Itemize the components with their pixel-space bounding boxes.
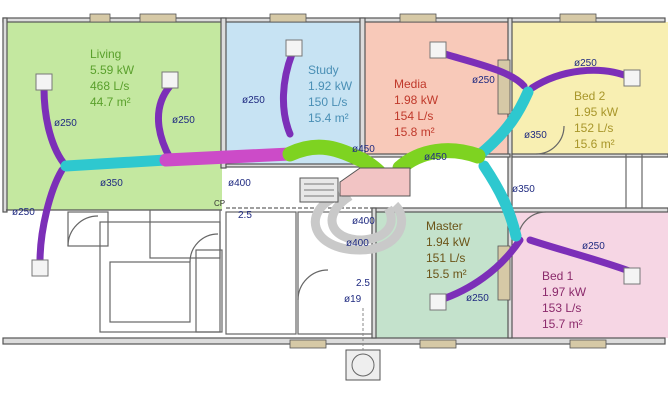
room-label-bed2: Bed 2 1.95 kW 152 L/s 15.6 m² — [574, 89, 619, 151]
diffuser-icon — [429, 293, 447, 311]
duct-label: ø250 — [12, 207, 35, 218]
duct-label: ø450 — [424, 152, 447, 163]
duct-label: ø450 — [352, 144, 375, 155]
room-flow: 151 L/s — [426, 251, 465, 265]
room-name: Bed 1 — [542, 269, 574, 283]
room-label-bed1: Bed 1 1.97 kW 153 L/s 15.7 m² — [542, 269, 587, 331]
room-area: 15.5 m² — [426, 267, 467, 281]
branch-ducts — [36, 48, 636, 304]
room-name: Living — [90, 47, 121, 61]
duct-label: 2.5 — [238, 210, 252, 221]
cp-label: CP — [214, 199, 225, 208]
room-name: Study — [308, 63, 339, 77]
diffuser-icon — [31, 259, 49, 277]
room-power: 5.59 kW — [90, 63, 135, 77]
room-area: 15.6 m² — [574, 137, 615, 151]
duct-label: ø250 — [54, 118, 77, 129]
room-label-media: Media 1.98 kW 154 L/s 15.8 m² — [394, 77, 439, 139]
duct-label: ø250 — [574, 58, 597, 69]
room-area: 15.7 m² — [542, 317, 583, 331]
duct-label: ø250 — [466, 293, 489, 304]
diffuser-icon — [285, 39, 303, 57]
diffuser-icon — [429, 41, 447, 59]
interior-walls — [67, 125, 643, 335]
diffuser-icon — [623, 69, 641, 87]
walls — [2, 17, 668, 345]
room-flow: 152 L/s — [574, 121, 613, 135]
room-power: 1.98 kW — [394, 93, 439, 107]
room-area: 15.4 m² — [308, 111, 349, 125]
room-flow: 154 L/s — [394, 109, 433, 123]
room-power: 1.97 kW — [542, 285, 587, 299]
room-bed1 — [512, 212, 668, 338]
room-flow: 153 L/s — [542, 301, 581, 315]
room-label-living: Living 5.59 kW 468 L/s 44.7 m² — [90, 47, 135, 109]
duct-label: ø250 — [242, 95, 265, 106]
room-flow: 468 L/s — [90, 79, 129, 93]
diffuser-icon — [161, 71, 179, 89]
room-flow: 150 L/s — [308, 95, 347, 109]
room-power: 1.95 kW — [574, 105, 619, 119]
room-label-master: Master 1.94 kW 151 L/s 15.5 m² — [426, 219, 471, 281]
diffusers — [31, 39, 641, 311]
diffuser-icon — [623, 267, 641, 285]
room-power: 1.94 kW — [426, 235, 471, 249]
return-ducts — [310, 190, 407, 255]
ac-unit — [299, 167, 411, 203]
duct-label: ø19 — [344, 294, 362, 305]
trunk-ducts-cyan — [60, 86, 534, 242]
room-living — [6, 22, 222, 210]
room-name: Media — [394, 77, 427, 91]
duct-label: ø250 — [582, 241, 605, 252]
room-area: 44.7 m² — [90, 95, 131, 109]
room-label-study: Study 1.92 kW 150 L/s 15.4 m² — [308, 63, 353, 125]
duct-label: ø400 — [352, 216, 375, 227]
duct-label: ø250 — [472, 75, 495, 86]
room-area: 15.8 m² — [394, 125, 435, 139]
duct-label: ø350 — [100, 178, 123, 189]
duct-label: ø350 — [512, 184, 535, 195]
duct-label: ø250 — [172, 115, 195, 126]
room-name: Bed 2 — [574, 89, 606, 103]
duct-size-labels: ø250 ø250 ø250 ø350 ø400 ø250 ø450 ø450 … — [12, 58, 605, 305]
duct-label: ø400 — [346, 238, 369, 249]
duct-label: ø400 — [228, 178, 251, 189]
duct-label: 2.5 — [356, 278, 370, 289]
trunk-duct-magenta — [159, 147, 297, 167]
room-name: Master — [426, 219, 463, 233]
duct-label: ø350 — [524, 130, 547, 141]
outdoor-unit — [345, 308, 381, 381]
diffuser-icon — [35, 73, 53, 91]
room-power: 1.92 kW — [308, 79, 353, 93]
